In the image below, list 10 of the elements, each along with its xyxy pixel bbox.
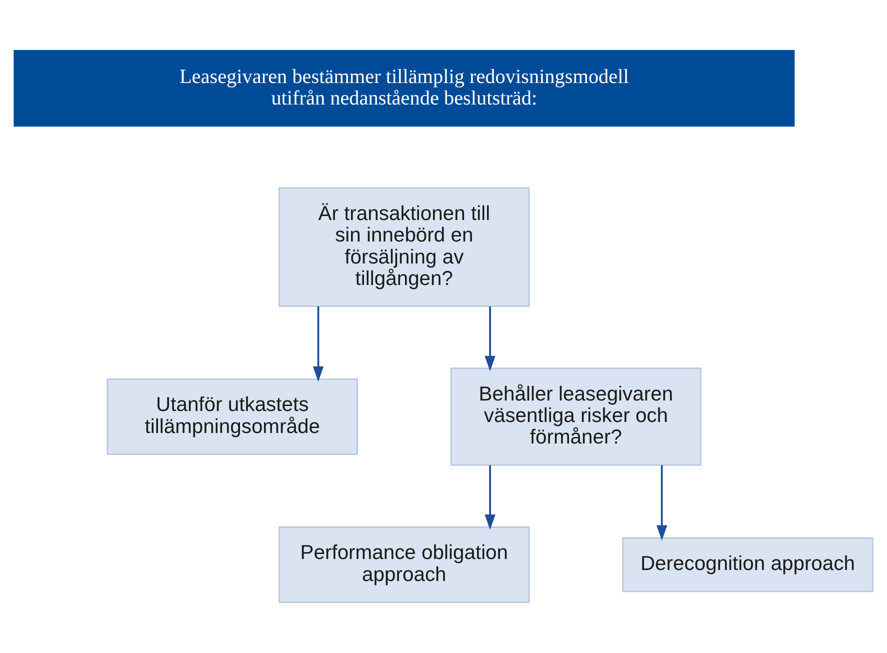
node-box: Leasegivaren bestämmer tillämplig redovisningsmodell utifrån nedanstående beslutsträd: (14, 50, 795, 127)
node-box: Derecognition approach (622, 537, 874, 592)
arrow (656, 465, 668, 541)
node-box: Behåller leasegivaren väsentliga risker och förmåner? (450, 368, 702, 466)
node-box: Är transaktionen till sin innebörd en försäljning av tillgången? (278, 187, 530, 308)
arrow (484, 306, 496, 372)
node-box: Performance obligation approach (278, 526, 530, 603)
arrow (484, 465, 496, 530)
arrow (312, 306, 324, 382)
node-box: Utanför utkastets tillämpningsområde (106, 378, 358, 455)
